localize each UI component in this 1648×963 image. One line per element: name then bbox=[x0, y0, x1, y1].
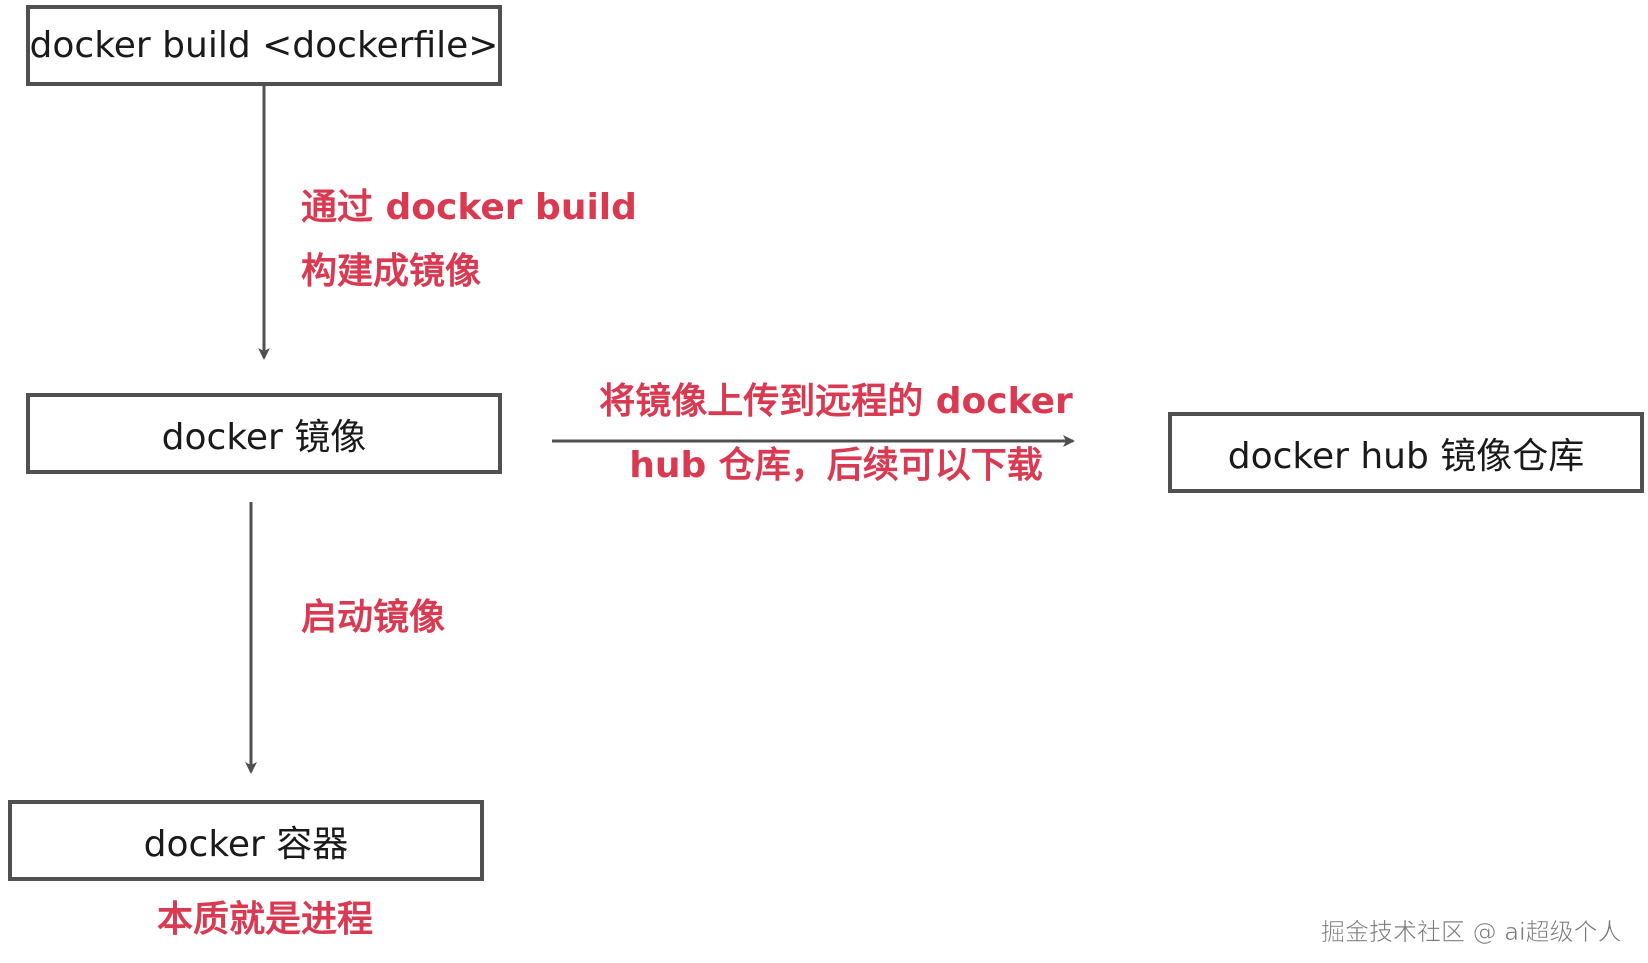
node-docker-container: docker 容器 bbox=[8, 800, 484, 881]
edge-label-push-line-2: hub 仓库，后续可以下载 bbox=[629, 445, 1043, 486]
node-dockerfile: docker build <dockerfile> bbox=[26, 5, 502, 86]
edge-label-push-line-1: 将镜像上传到远程的 docker bbox=[599, 381, 1073, 422]
container-note: 本质就是进程 bbox=[157, 899, 374, 940]
edge-label-push: 将镜像上传到远程的 docker hub 仓库，后续可以下载 bbox=[596, 370, 1076, 498]
node-docker-image: docker 镜像 bbox=[26, 393, 502, 474]
watermark: 掘金技术社区 @ ai超级个人 bbox=[1321, 918, 1622, 947]
edge-label-build: 通过 docker build 构建成镜像 bbox=[301, 176, 637, 304]
edge-label-build-line-2: 构建成镜像 bbox=[301, 251, 482, 292]
edge-label-run-line-1: 启动镜像 bbox=[301, 597, 446, 638]
edge-label-run: 启动镜像 bbox=[301, 586, 445, 650]
node-docker-hub: docker hub 镜像仓库 bbox=[1168, 412, 1644, 493]
edge-label-build-line-1: 通过 docker build bbox=[301, 187, 637, 228]
